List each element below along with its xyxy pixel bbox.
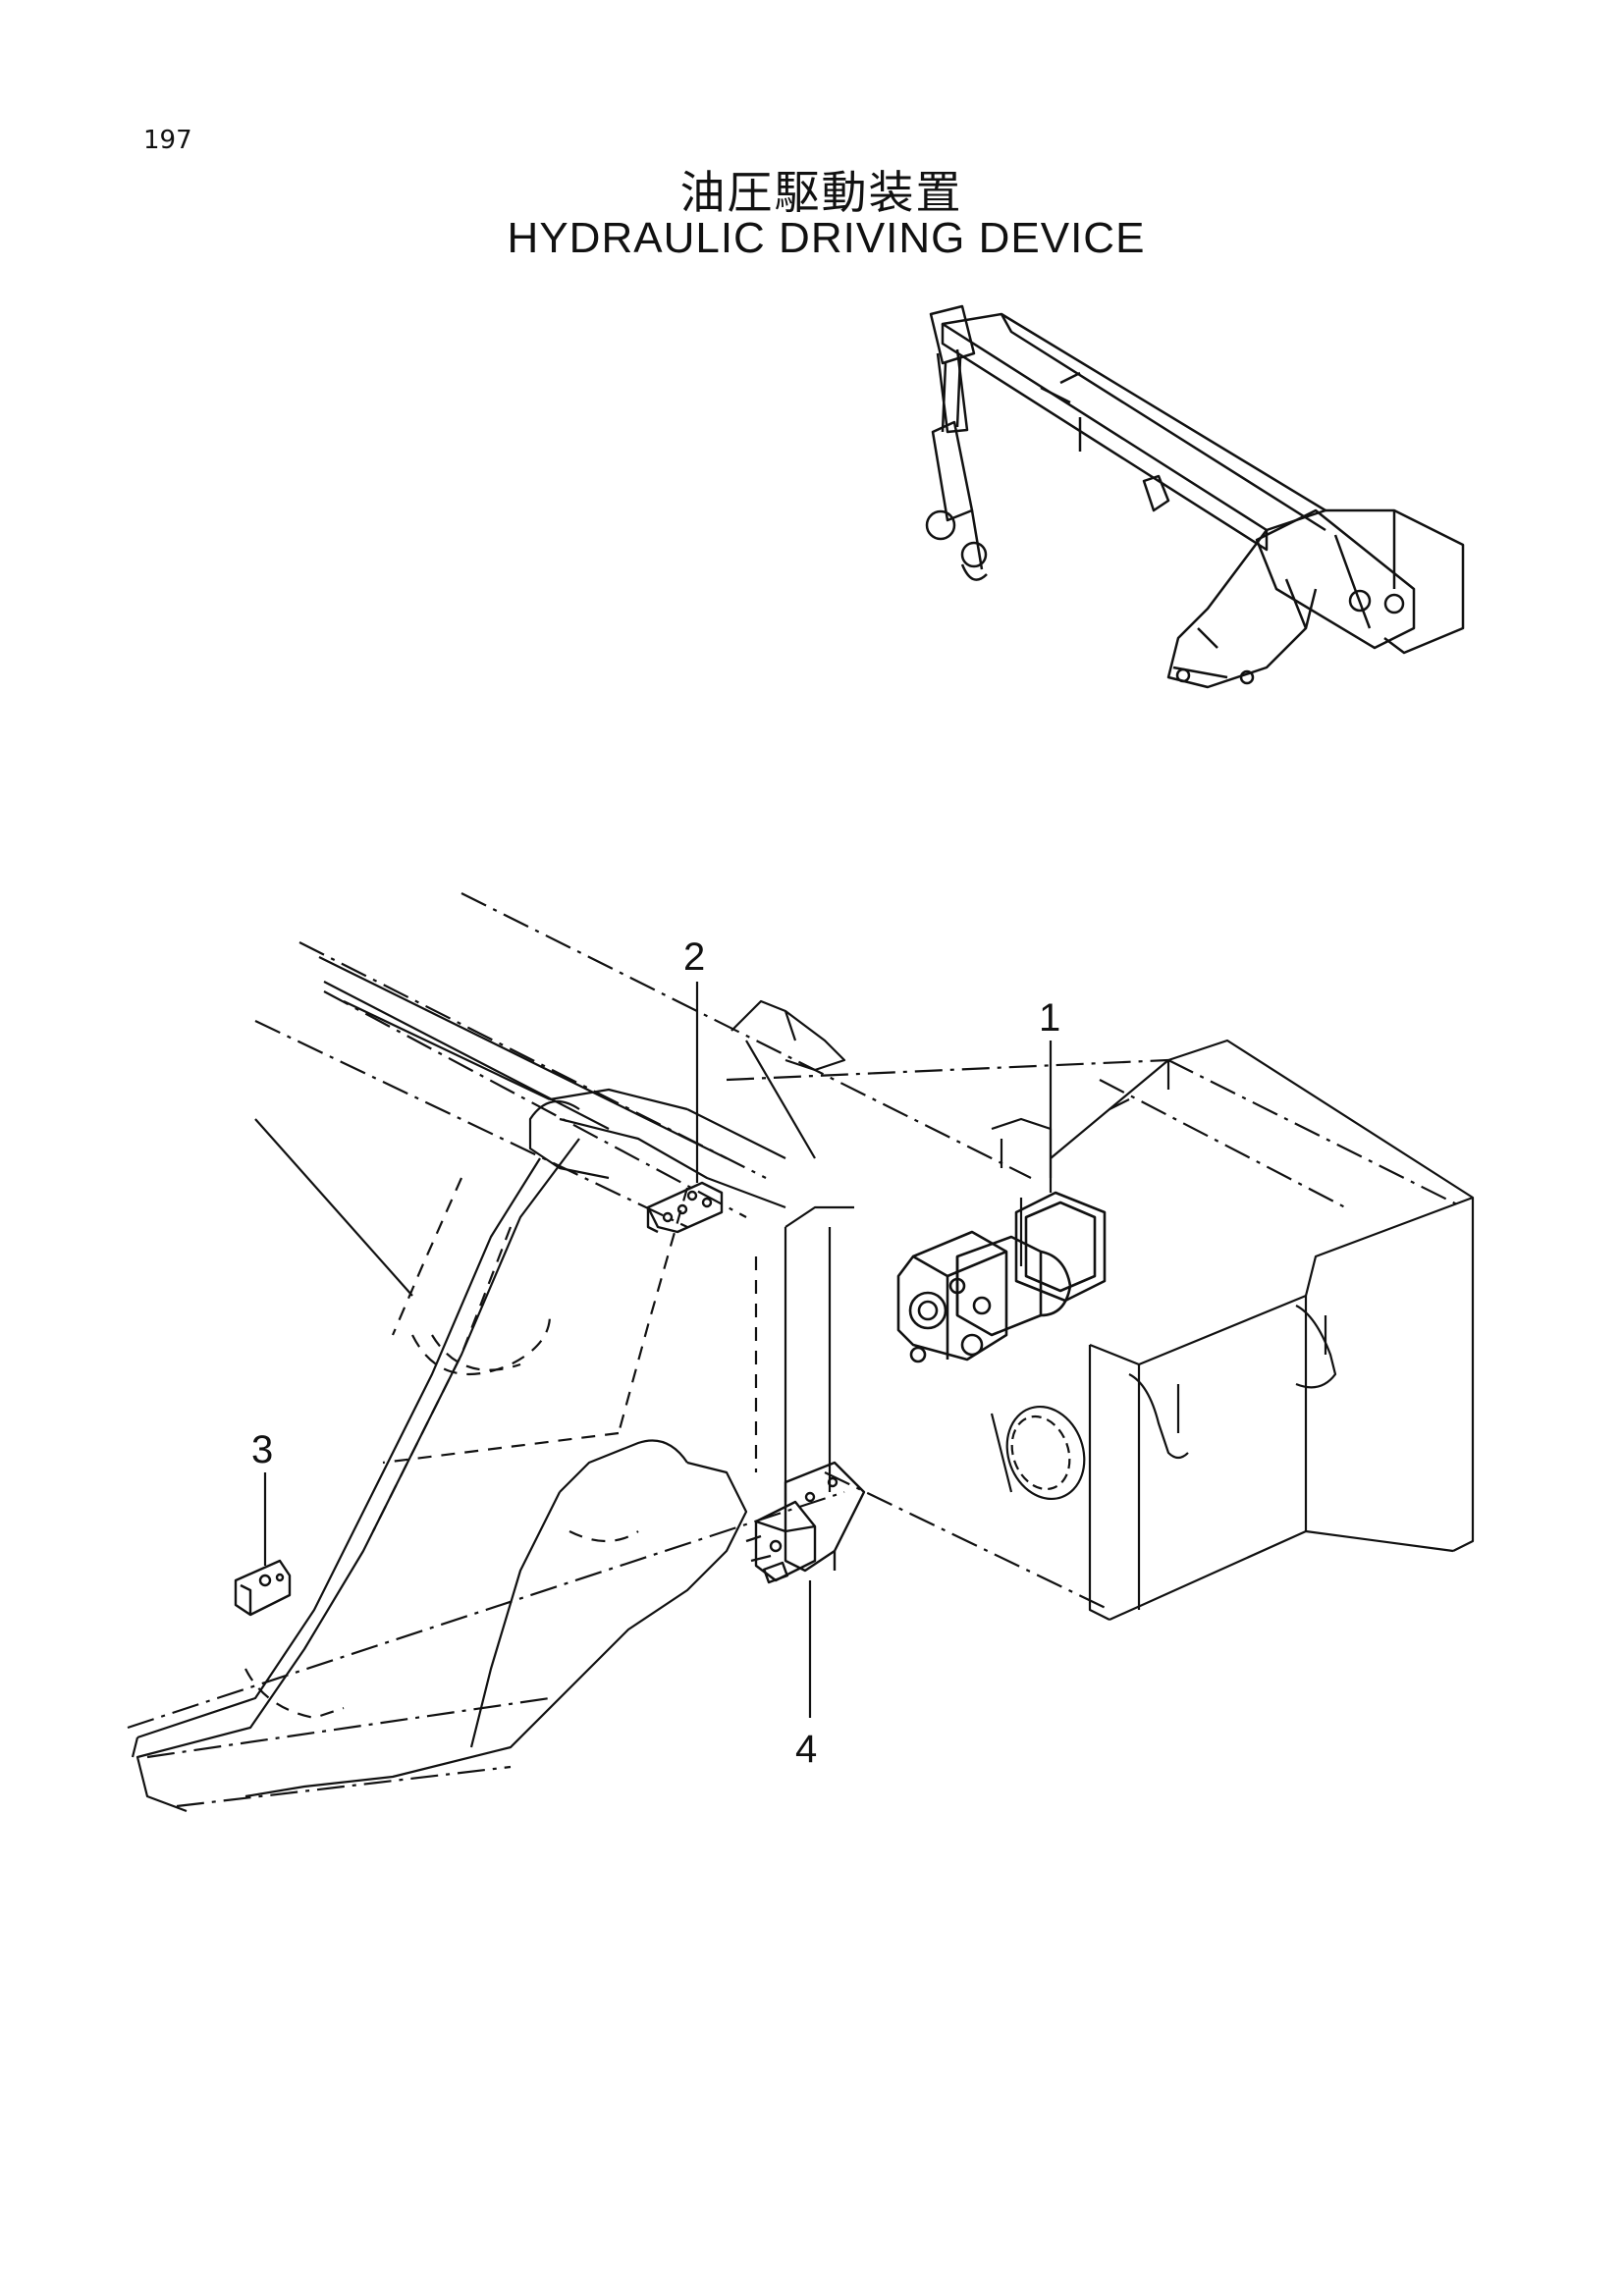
callout-1: 1	[1039, 996, 1060, 1040]
bracket-part-2	[646, 1181, 724, 1234]
callout-3: 3	[251, 1428, 273, 1471]
page-title-japanese: 油圧駆動装置	[679, 166, 963, 219]
callout-2: 2	[683, 935, 705, 979]
hydraulic-motor-part-1	[896, 1191, 1107, 1363]
bracket-part-3	[234, 1559, 292, 1617]
page-number: 197	[143, 126, 192, 155]
main-assembly-diagram	[127, 892, 1475, 1813]
callout-4: 4	[795, 1728, 817, 1771]
valve-block-part-4	[745, 1461, 866, 1584]
page-title-english: HYDRAULIC DRIVING DEVICE	[507, 214, 1146, 262]
